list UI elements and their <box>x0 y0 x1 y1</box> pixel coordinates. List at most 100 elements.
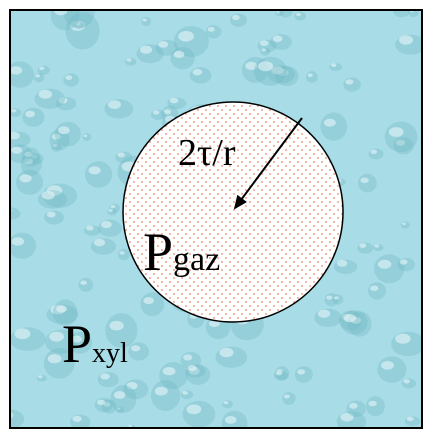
water-droplet-highlight <box>378 260 392 269</box>
xylem-pressure-main: P <box>62 314 92 374</box>
water-droplet <box>171 47 195 69</box>
water-droplet-highlight <box>56 305 67 312</box>
water-droplet <box>82 133 91 141</box>
water-droplet-highlight <box>261 48 266 51</box>
water-droplet-highlight <box>38 375 43 378</box>
water-droplet-highlight <box>296 13 301 16</box>
water-droplet <box>55 122 81 147</box>
water-droplet-highlight <box>100 373 110 379</box>
water-droplet-highlight <box>284 395 290 399</box>
water-droplet-highlight <box>83 135 87 138</box>
water-droplet-highlight <box>143 297 154 304</box>
water-droplet-highlight <box>407 417 414 422</box>
water-droplet-highlight <box>402 222 406 225</box>
water-droplet <box>8 145 32 164</box>
water-droplet-highlight <box>375 244 380 247</box>
water-droplet-highlight <box>111 205 116 208</box>
water-droplet-highlight <box>345 79 353 84</box>
water-droplet-highlight <box>178 31 194 42</box>
water-droplet <box>408 7 419 17</box>
water-droplet-highlight <box>42 191 55 200</box>
water-droplet-highlight <box>308 73 313 77</box>
water-droplet <box>141 292 165 316</box>
water-droplet-highlight <box>326 296 332 300</box>
water-droplet <box>222 400 233 408</box>
water-droplet <box>85 161 112 187</box>
water-droplet-highlight <box>35 74 40 77</box>
water-droplet <box>295 12 307 21</box>
water-droplet <box>385 122 418 153</box>
water-droplet-highlight <box>108 100 121 109</box>
water-droplet-highlight <box>11 109 16 112</box>
water-droplet-highlight <box>39 67 44 71</box>
water-droplet-highlight <box>2 411 13 419</box>
water-droplet <box>368 282 386 299</box>
water-droplet-highlight <box>258 61 273 71</box>
water-droplet-highlight <box>143 19 147 22</box>
water-droplet-highlight <box>187 404 202 414</box>
water-droplet-highlight <box>14 328 30 339</box>
water-droplet-highlight <box>39 90 53 99</box>
water-droplet <box>333 294 344 304</box>
water-droplet-highlight <box>318 310 330 318</box>
water-droplet-highlight <box>109 209 113 212</box>
water-droplet-highlight <box>158 41 168 48</box>
water-droplet <box>279 5 293 17</box>
water-droplet <box>358 174 377 193</box>
water-droplet <box>79 278 94 292</box>
water-droplet <box>377 356 406 383</box>
water-droplet-highlight <box>404 379 410 383</box>
water-droplet-highlight <box>370 286 378 291</box>
water-droplet-highlight <box>170 98 179 104</box>
water-droplet-highlight <box>12 237 24 245</box>
water-droplet <box>51 0 80 30</box>
water-droplet-highlight <box>140 46 152 54</box>
water-droplet <box>343 78 361 92</box>
water-droplet-highlight <box>389 127 404 137</box>
water-droplet-highlight <box>232 15 240 20</box>
water-droplet-highlight <box>400 259 408 264</box>
water-droplet-highlight <box>127 58 132 61</box>
water-droplet-highlight <box>399 35 413 44</box>
water-droplet <box>230 14 247 27</box>
water-droplet-highlight <box>360 178 368 184</box>
water-droplet <box>341 310 368 334</box>
water-droplet-highlight <box>224 401 229 404</box>
water-droplet-highlight <box>276 371 282 375</box>
water-droplet-highlight <box>109 321 123 331</box>
water-droplet <box>128 343 149 361</box>
water-droplet-highlight <box>86 226 94 231</box>
water-droplet-highlight <box>368 401 376 407</box>
water-droplet-highlight <box>337 260 347 267</box>
water-droplet-highlight <box>47 212 56 218</box>
water-droplet-highlight <box>182 391 188 395</box>
water-droplet-highlight <box>94 239 105 247</box>
water-droplet-highlight <box>260 40 269 46</box>
water-droplet-highlight <box>120 251 125 255</box>
water-droplet-highlight <box>174 51 185 58</box>
water-droplet-highlight <box>395 334 410 344</box>
gas-pressure-main: P <box>143 222 173 282</box>
water-droplet-highlight <box>25 111 35 118</box>
water-droplet-highlight <box>155 387 168 396</box>
water-droplet-highlight <box>381 361 394 370</box>
water-droplet <box>22 108 44 127</box>
water-droplet <box>183 401 216 428</box>
water-droplet-highlight <box>297 369 305 374</box>
water-droplet-highlight <box>334 296 339 299</box>
water-droplet <box>295 366 313 383</box>
gas-pressure-sub: gaz <box>173 241 220 278</box>
water-droplet-highlight <box>188 365 197 371</box>
water-droplet-highlight <box>163 367 176 375</box>
water-droplet-highlight <box>97 400 105 405</box>
water-droplet <box>254 57 287 86</box>
water-droplet <box>282 392 295 405</box>
water-droplet-highlight <box>349 403 358 409</box>
water-droplet <box>347 401 366 417</box>
water-droplet <box>95 398 113 412</box>
water-droplet-highlight <box>370 150 377 154</box>
tension-label: 2τ/r <box>178 132 236 174</box>
water-droplet-highlight <box>359 243 366 248</box>
water-droplet <box>159 362 187 389</box>
water-droplet-highlight <box>273 35 283 42</box>
